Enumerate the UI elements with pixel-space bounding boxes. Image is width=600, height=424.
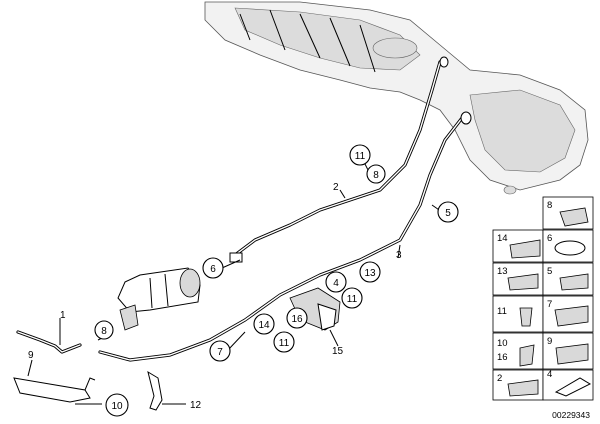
callout-5[interactable]: 5 xyxy=(437,201,459,223)
fuel-tank-illustration xyxy=(204,1,589,195)
callout-10[interactable]: 10 xyxy=(105,393,129,417)
fuel-line-2 xyxy=(233,56,449,257)
clip-12 xyxy=(147,370,163,411)
callout-11-left[interactable]: 11 xyxy=(273,331,295,353)
callout-11-top[interactable]: 11 xyxy=(349,144,371,166)
legend-label-16: 16 xyxy=(497,352,508,363)
legend-label-9: 9 xyxy=(547,336,552,347)
legend-label-5: 5 xyxy=(547,266,552,277)
label-9: 9 xyxy=(28,350,34,361)
callout-4[interactable]: 4 xyxy=(325,271,347,293)
legend-label-8: 8 xyxy=(547,200,552,211)
parts-legend-grid: 14 8 6 13 5 7 11 9 10 16 4 2 xyxy=(492,196,594,401)
label-3: 3 xyxy=(396,250,402,261)
legend-label-7: 7 xyxy=(547,299,552,310)
svg-text:8: 8 xyxy=(101,326,107,337)
callout-8-left[interactable]: 8 xyxy=(94,320,114,340)
svg-text:11: 11 xyxy=(279,338,290,349)
callout-14[interactable]: 14 xyxy=(253,313,275,335)
label-12: 12 xyxy=(190,400,202,411)
callout-11-right[interactable]: 11 xyxy=(341,287,363,309)
legend-label-4: 4 xyxy=(547,369,552,380)
svg-text:5: 5 xyxy=(445,208,451,219)
svg-text:4: 4 xyxy=(333,278,339,289)
leader-lines xyxy=(27,161,443,405)
legend-label-10: 10 xyxy=(497,338,508,349)
legend-label-6: 6 xyxy=(547,233,552,244)
legend-label-11: 11 xyxy=(497,306,507,317)
fuel-line-3 xyxy=(98,111,472,362)
label-2: 2 xyxy=(333,182,339,193)
catalog-number: 00229343 xyxy=(552,410,590,420)
callout-13[interactable]: 13 xyxy=(359,261,381,283)
callout-7[interactable]: 7 xyxy=(209,340,231,362)
fuel-filter-canister xyxy=(117,252,243,331)
callout-6[interactable]: 6 xyxy=(202,257,224,279)
label-15: 15 xyxy=(332,346,344,357)
svg-text:16: 16 xyxy=(291,314,303,325)
svg-text:11: 11 xyxy=(347,294,358,305)
svg-text:7: 7 xyxy=(217,347,223,358)
svg-text:14: 14 xyxy=(258,320,270,331)
svg-text:6: 6 xyxy=(210,264,216,275)
heat-shield-9 xyxy=(13,377,96,403)
legend-label-13: 13 xyxy=(497,266,508,277)
svg-text:8: 8 xyxy=(373,170,379,181)
callout-8-top[interactable]: 8 xyxy=(366,164,386,184)
label-1: 1 xyxy=(60,310,66,321)
svg-text:11: 11 xyxy=(355,151,366,162)
svg-text:13: 13 xyxy=(364,268,376,279)
svg-text:10: 10 xyxy=(111,401,123,412)
legend-label-14: 14 xyxy=(497,233,508,244)
legend-label-2: 2 xyxy=(497,373,502,384)
fuel-line-1 xyxy=(16,330,82,354)
callout-16[interactable]: 16 xyxy=(286,307,308,329)
